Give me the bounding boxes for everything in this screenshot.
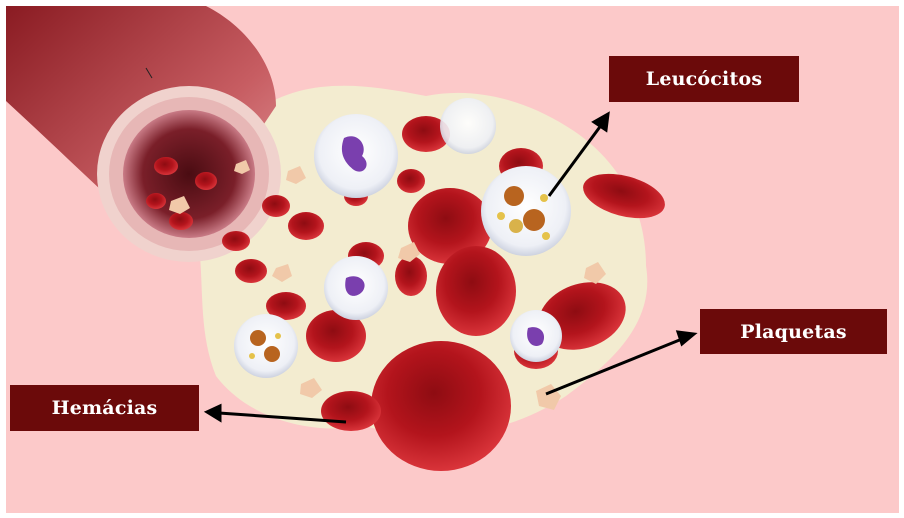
red-blood-cell-icon — [169, 212, 193, 230]
arrow-head — [678, 332, 694, 344]
label-plaquetas: Plaquetas — [700, 309, 887, 354]
red-blood-cell-icon — [154, 157, 178, 175]
diagram-canvas: Leucócitos Plaquetas Hemácias — [6, 6, 899, 513]
white-blood-cell-icon — [440, 98, 496, 154]
red-blood-cell-icon — [262, 195, 290, 217]
red-blood-cell-icon — [146, 193, 166, 209]
white-blood-cell-icon — [234, 314, 298, 378]
red-blood-cell-icon — [371, 341, 511, 471]
label-hemacias: Hemácias — [10, 385, 199, 431]
red-blood-cell-icon — [321, 391, 381, 431]
red-blood-cell-icon — [195, 172, 217, 190]
arrow-head — [594, 114, 608, 130]
red-blood-cell-icon — [436, 246, 516, 336]
red-blood-cell-icon — [235, 259, 267, 283]
red-blood-cell-icon — [395, 256, 427, 296]
blood-vessel-icon — [6, 6, 281, 262]
red-blood-cell-icon — [288, 212, 324, 240]
red-blood-cell-icon — [397, 169, 425, 193]
white-blood-cell-icon — [510, 310, 562, 362]
label-leucocitos: Leucócitos — [609, 56, 799, 102]
white-blood-cell-icon — [314, 114, 398, 198]
white-blood-cell-icon — [481, 166, 571, 256]
white-blood-cell-icon — [324, 256, 388, 320]
red-blood-cell-icon — [222, 231, 250, 251]
arrow-head — [207, 406, 220, 420]
